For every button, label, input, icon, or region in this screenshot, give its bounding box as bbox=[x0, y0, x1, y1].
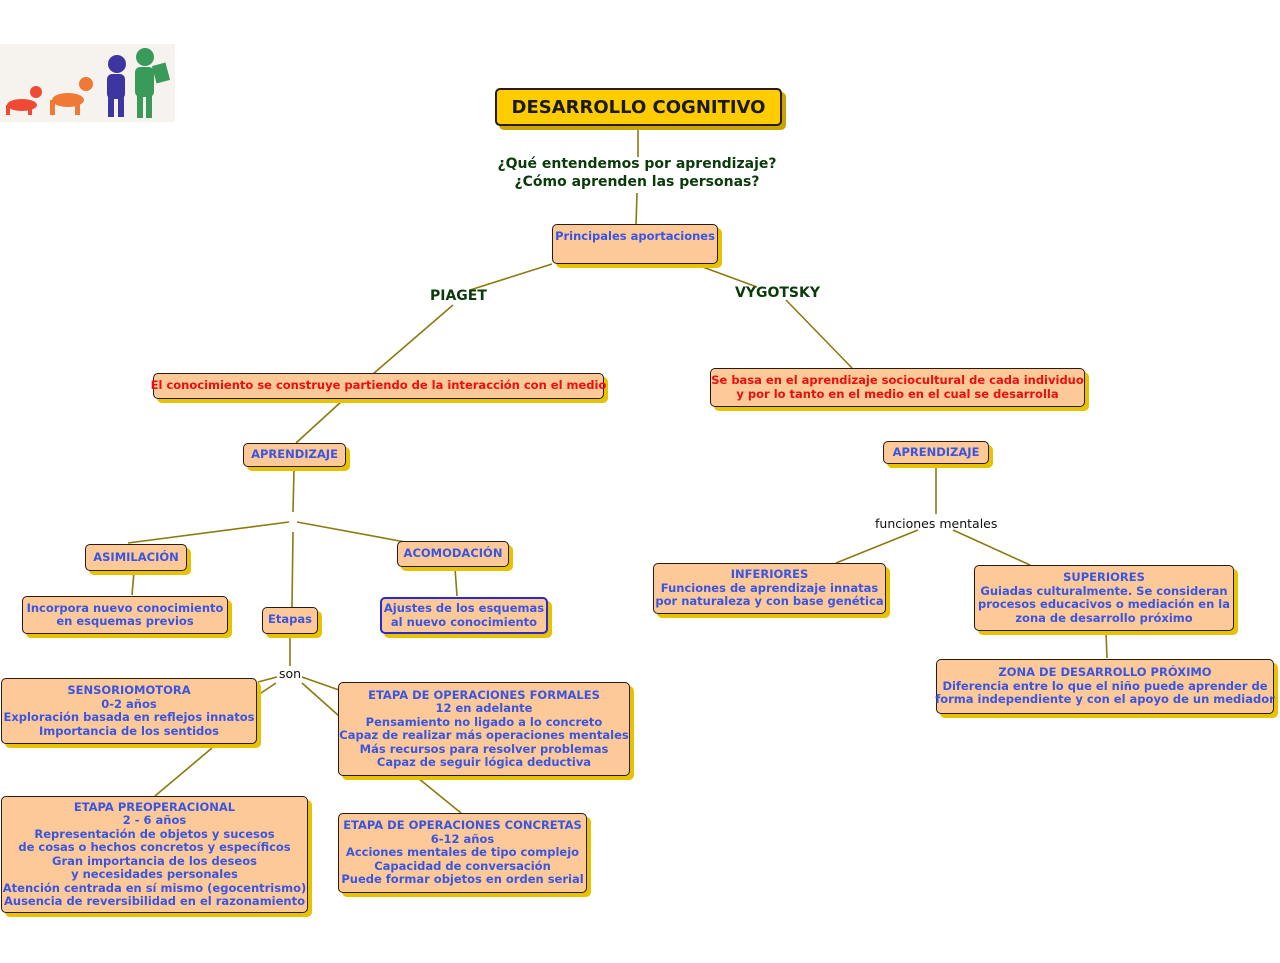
etapas-node[interactable]: Etapas bbox=[262, 607, 318, 634]
node-text: Incorpora nuevo conocimiento bbox=[26, 600, 224, 615]
node-text: ASIMILACIÓN bbox=[93, 549, 179, 564]
piaget-label: PIAGET bbox=[430, 288, 487, 304]
superiores-node[interactable]: SUPERIORES Guiadas culturalmente. Se con… bbox=[974, 565, 1234, 631]
node-text: Se basa en el aprendizaje sociocultural … bbox=[711, 373, 1084, 387]
inferiores-node[interactable]: INFERIORES Funciones de aprendizaje inna… bbox=[653, 563, 886, 614]
connector bbox=[417, 777, 462, 814]
question-line: ¿Cómo aprenden las personas? bbox=[514, 174, 760, 190]
vygotsky-aprendizaje-node[interactable]: APRENDIZAJE bbox=[883, 441, 989, 464]
crawling-baby-icon bbox=[6, 86, 42, 115]
crawling-toddler-icon bbox=[50, 77, 93, 115]
connector bbox=[699, 265, 758, 288]
node-text: Ajustes de los esquemas bbox=[383, 601, 545, 615]
piaget-description-node[interactable]: El conocimiento se construye partiendo d… bbox=[150, 373, 607, 399]
node-text: Representación de objetos y sucesos bbox=[34, 826, 275, 841]
title-node[interactable]: DESARROLLO COGNITIVO bbox=[495, 88, 782, 126]
reading-child-icon bbox=[135, 48, 171, 118]
connector bbox=[154, 747, 213, 797]
zona-desarrollo-proximo-node[interactable]: ZONA DE DESARROLLO PRÓXIMO Diferencia en… bbox=[935, 659, 1275, 714]
connector bbox=[257, 682, 277, 696]
connector bbox=[296, 521, 406, 543]
principales-aportaciones-node[interactable]: Principales aportaciones bbox=[552, 224, 718, 264]
node-text: ZONA DE DESARROLLO PRÓXIMO bbox=[998, 665, 1212, 680]
node-text: y necesidades personales bbox=[71, 867, 238, 881]
connector bbox=[785, 299, 853, 369]
connector bbox=[835, 529, 919, 564]
connector bbox=[301, 682, 340, 717]
sensoriomotora-node[interactable]: SENSORIOMOTORA 0-2 años Exploración basa… bbox=[1, 678, 257, 744]
node-text: Ausencia de reversibilidad en el razonam… bbox=[4, 894, 306, 908]
standing-child-icon bbox=[107, 55, 126, 117]
node-text: 2 - 6 años bbox=[122, 813, 187, 827]
connector bbox=[635, 192, 638, 226]
operaciones-concretas-node[interactable]: ETAPA DE OPERACIONES CONCRETAS 6-12 años… bbox=[338, 813, 587, 893]
node-text: 12 en adelante bbox=[435, 701, 533, 715]
node-text: Atención centrada en sí mismo (egocentri… bbox=[2, 880, 307, 895]
connector bbox=[952, 529, 1031, 566]
node-text: Capacidad de conversación bbox=[374, 858, 551, 873]
asimilacion-description-node[interactable]: Incorpora nuevo conocimiento en esquemas… bbox=[22, 596, 228, 634]
connector bbox=[291, 531, 294, 608]
node-text: Exploración basada en reflejos innatos bbox=[3, 710, 255, 724]
node-text: ACOMODACIÓN bbox=[403, 546, 503, 561]
node-text: APRENDIZAJE bbox=[892, 444, 980, 459]
node-text: ETAPA PREOPERACIONAL bbox=[73, 799, 236, 814]
connector bbox=[301, 676, 340, 691]
node-text: ETAPA DE OPERACIONES FORMALES bbox=[368, 687, 600, 702]
son-label: son bbox=[279, 666, 302, 681]
node-text: forma independiente y con el apoyo de un… bbox=[935, 692, 1275, 707]
connector bbox=[454, 567, 458, 597]
connector bbox=[295, 400, 343, 444]
vygotsky-description-node[interactable]: Se basa en el aprendizaje sociocultural … bbox=[710, 368, 1085, 407]
node-text: y por lo tanto en el medio en el cual se… bbox=[736, 386, 1059, 401]
node-text: Guiadas culturalmente. Se consideran bbox=[980, 583, 1228, 598]
acomodacion-node[interactable]: ACOMODACIÓN bbox=[397, 541, 509, 567]
connector bbox=[469, 263, 553, 291]
node-text: de cosas o hechos concretos y específico… bbox=[18, 840, 291, 854]
node-text: Puede formar objetos en orden serial bbox=[341, 872, 584, 887]
connector bbox=[1105, 631, 1108, 659]
node-text: Gran importancia de los deseos bbox=[52, 853, 257, 868]
connector bbox=[257, 676, 278, 683]
vygotsky-label: VYGOTSKY bbox=[735, 285, 820, 301]
node-text: Acciones mentales de tipo complejo bbox=[345, 845, 580, 860]
node-text: Capaz de realizar más operaciones mental… bbox=[339, 728, 629, 742]
question-label: ¿Qué entendemos por aprendizaje? ¿Cómo a… bbox=[487, 155, 787, 191]
funciones-mentales-label: funciones mentales bbox=[875, 516, 998, 531]
connector bbox=[127, 521, 290, 544]
node-text: El conocimiento se construye partiendo d… bbox=[150, 378, 607, 393]
node-text: Más recursos para resolver problemas bbox=[359, 741, 609, 756]
node-text: por naturaleza y con base genética bbox=[655, 594, 884, 609]
node-text: zona de desarrollo próximo bbox=[1015, 610, 1193, 625]
node-text: SUPERIORES bbox=[1063, 570, 1145, 584]
question-line: ¿Qué entendemos por aprendizaje? bbox=[497, 156, 777, 172]
child-development-logo bbox=[0, 44, 175, 122]
node-text: Etapas bbox=[268, 612, 312, 626]
connector bbox=[292, 467, 295, 513]
connector bbox=[372, 304, 454, 375]
connector bbox=[131, 571, 135, 596]
node-text: Importancia de los sentidos bbox=[38, 723, 219, 738]
node-text: APRENDIZAJE bbox=[251, 447, 338, 462]
node-text: en esquemas previos bbox=[56, 614, 194, 628]
node-text: Pensamiento no ligado a lo concreto bbox=[365, 714, 603, 729]
node-text: Capaz de seguir lógica deductiva bbox=[376, 755, 592, 769]
node-text: 0-2 años bbox=[101, 696, 157, 711]
operaciones-formales-node[interactable]: ETAPA DE OPERACIONES FORMALES 12 en adel… bbox=[338, 682, 630, 776]
node-text: al nuevo conocimiento bbox=[390, 614, 538, 629]
etapa-preoperacional-node[interactable]: ETAPA PREOPERACIONAL 2 - 6 años Represen… bbox=[1, 796, 308, 913]
node-text: 6-12 años bbox=[430, 831, 495, 846]
page-title: DESARROLLO COGNITIVO bbox=[511, 96, 766, 118]
node-text: Diferencia entre lo que el niño puede ap… bbox=[942, 678, 1268, 693]
node-text: INFERIORES bbox=[730, 567, 809, 582]
node-text: Funciones de aprendizaje innatas bbox=[660, 580, 879, 595]
asimilacion-node[interactable]: ASIMILACIÓN bbox=[85, 544, 187, 571]
acomodacion-description-node[interactable]: Ajustes de los esquemas al nuevo conocim… bbox=[380, 597, 548, 634]
node-text: procesos educacivos o mediación en la bbox=[978, 597, 1230, 611]
piaget-aprendizaje-node[interactable]: APRENDIZAJE bbox=[243, 443, 346, 467]
node-text: ETAPA DE OPERACIONES CONCRETAS bbox=[343, 818, 582, 833]
node-text: Principales aportaciones bbox=[555, 229, 715, 243]
node-text: SENSORIOMOTORA bbox=[67, 683, 191, 697]
